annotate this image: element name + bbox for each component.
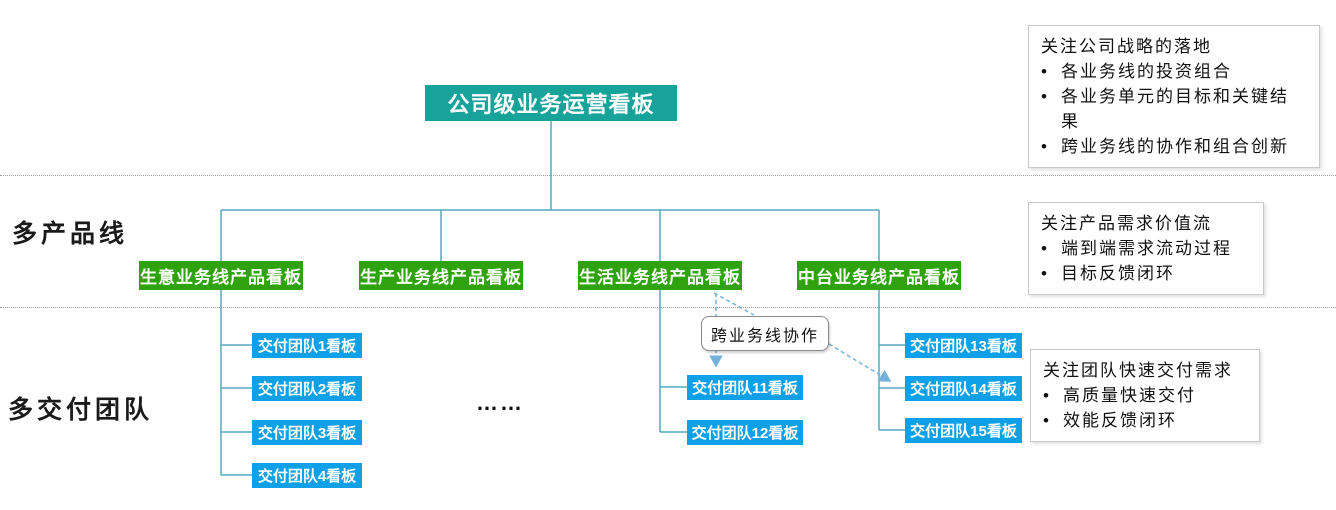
note-company-strategy-bullet: • 各业务单元的目标和关键结果 [1041, 84, 1307, 134]
node-team-board-2: 交付团队2看板 [252, 376, 362, 401]
note-bullet-text: 各业务线的投资组合 [1061, 62, 1232, 81]
bullet-icon: • [1043, 386, 1051, 405]
node-team-board-11: 交付团队11看板 [687, 375, 803, 400]
note-company-strategy: 关注公司战略的落地 • 各业务线的投资组合 • 各业务单元的目标和关键结果 • … [1028, 25, 1320, 168]
note-bullet-text: 效能反馈闭环 [1063, 411, 1177, 430]
note-team-delivery-bullet: • 高质量快速交付 [1043, 383, 1247, 408]
node-product-board-shengyi: 生意业务线产品看板 [139, 261, 303, 290]
note-team-delivery-title: 关注团队快速交付需求 [1043, 361, 1233, 380]
note-bullet-text: 各业务单元的目标和关键结果 [1061, 87, 1289, 131]
node-team-board-3: 交付团队3看板 [252, 420, 362, 445]
bullet-icon: • [1041, 239, 1049, 258]
note-team-delivery: 关注团队快速交付需求 • 高质量快速交付 • 效能反馈闭环 [1030, 349, 1260, 442]
node-team-board-15: 交付团队15看板 [905, 418, 1022, 443]
node-product-board-shenghuo: 生活业务线产品看板 [578, 261, 742, 290]
node-product-board-shengchan: 生产业务线产品看板 [359, 261, 523, 290]
lane-label-delivery-teams: 多交付团队 [8, 396, 154, 424]
node-company-dashboard-label: 公司级业务运营看板 [447, 92, 655, 117]
note-bullet-text: 跨业务线的协作和组合创新 [1061, 137, 1289, 156]
node-company-dashboard: 公司级业务运营看板 [425, 85, 677, 121]
note-team-delivery-bullet: • 效能反馈闭环 [1043, 408, 1247, 433]
note-company-strategy-bullet: • 各业务线的投资组合 [1041, 59, 1307, 84]
note-bullet-text: 高质量快速交付 [1063, 386, 1196, 405]
node-team-board-12: 交付团队12看板 [687, 420, 803, 445]
lane-divider-top [0, 175, 1336, 176]
note-product-value-stream-bullet: • 端到端需求流动过程 [1041, 236, 1251, 261]
note-bullet-text: 端到端需求流动过程 [1061, 239, 1232, 258]
bullet-icon: • [1043, 411, 1051, 430]
lane-label-product-lines: 多产品线 [12, 220, 129, 248]
node-team-board-4: 交付团队4看板 [252, 463, 362, 488]
note-product-value-stream: 关注产品需求价值流 • 端到端需求流动过程 • 目标反馈闭环 [1028, 202, 1264, 295]
note-company-strategy-title: 关注公司战略的落地 [1041, 37, 1212, 56]
note-bullet-text: 目标反馈闭环 [1061, 264, 1175, 283]
note-product-value-stream-bullet: • 目标反馈闭环 [1041, 261, 1251, 286]
bullet-icon: • [1041, 264, 1049, 283]
node-team-board-14: 交付团队14看板 [905, 376, 1022, 401]
node-team-board-1: 交付团队1看板 [252, 333, 362, 358]
bullet-icon: • [1041, 87, 1049, 106]
ellipsis-more-teams: …… [476, 390, 524, 415]
node-product-board-zhongtai: 中台业务线产品看板 [797, 261, 961, 290]
callout-cross-business-collaboration-label: 跨业务线协作 [710, 327, 819, 345]
node-team-board-13: 交付团队13看板 [905, 333, 1022, 358]
callout-cross-business-collaboration: 跨业务线协作 [701, 316, 829, 351]
note-product-value-stream-title: 关注产品需求价值流 [1041, 214, 1212, 233]
bullet-icon: • [1041, 137, 1049, 156]
lane-divider-bottom [0, 307, 1336, 308]
note-company-strategy-bullet: • 跨业务线的协作和组合创新 [1041, 134, 1307, 159]
bullet-icon: • [1041, 62, 1049, 81]
